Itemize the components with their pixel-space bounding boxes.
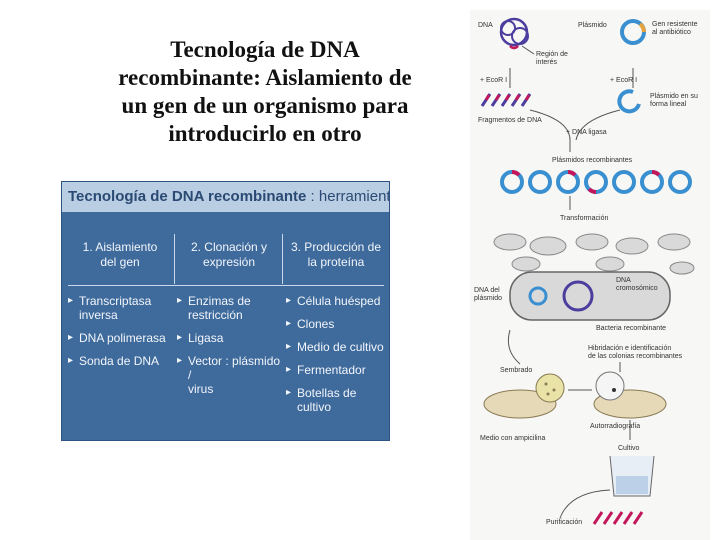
label-fragmentos: Fragmentos de DNA (478, 117, 542, 124)
tools-table: Tecnología de DNA recombinante : herrami… (61, 181, 390, 441)
label-plasmido-lineal-1: Plásmido en su (650, 93, 698, 100)
label-transformacion: Transformación (560, 215, 608, 222)
list-item: Sonda de DNA (68, 354, 172, 368)
title-line: un gen de un organismo para (70, 92, 460, 120)
label-dna-ligasa: + DNA ligasa (566, 129, 607, 136)
label-plasmidos-recombinantes: Plásmidos recombinantes (552, 157, 633, 164)
label-ecori-left: + EcoR I (480, 77, 507, 84)
label-cultivo: Cultivo (618, 445, 640, 452)
label-dna-cromosomico-2: cromosómico (616, 285, 658, 292)
header-line: expresión (179, 255, 279, 270)
column-header-clonacion: 2. Clonación y expresión (179, 240, 279, 270)
column-divider (174, 234, 175, 284)
tools-table-subtitle: : herramientas (311, 188, 389, 205)
label-dna-cromosomico-1: DNA (616, 277, 631, 284)
header-divider (68, 285, 384, 286)
recombinant-dna-diagram: DNA Plásmido Gen resistente al antibióti… (470, 10, 710, 540)
label-dna-plasmido-1: DNA del (474, 287, 500, 294)
label-region-1: Región de (536, 51, 568, 58)
label-region-2: interés (536, 59, 558, 66)
column-header-aislamiento: 1. Aislamiento del gen (70, 240, 170, 270)
list-item: DNA polimerasa (68, 331, 172, 345)
tools-table-title-main: Tecnología de DNA recombinante (68, 188, 306, 205)
label-purificacion: Purificación (546, 519, 582, 526)
list-item: Ligasa (177, 331, 281, 345)
title-line: Tecnología de DNA (70, 36, 460, 64)
label-gen-resistente-1: Gen resistente (652, 21, 698, 28)
label-sembrado: Sembrado (500, 367, 532, 374)
header-line: 2. Clonación y (179, 240, 279, 255)
list-item: Clones (286, 317, 386, 331)
column-produccion-items: Célula huésped Clones Medio de cultivo F… (286, 294, 386, 423)
list-item: Vector : plásmido /virus (177, 354, 281, 396)
label-plasmido-lineal-2: forma lineal (650, 101, 687, 108)
header-line: 3. Producción de (286, 240, 386, 255)
label-plasmido: Plásmido (578, 22, 607, 29)
culture-liquid (616, 476, 648, 494)
column-divider (282, 234, 283, 284)
list-item: Célula huésped (286, 294, 386, 308)
label-autorradiografia: Autorradiografía (590, 423, 640, 430)
tools-table-title: Tecnología de DNA recombinante : herrami… (62, 182, 389, 212)
slide-title: Tecnología de DNA recombinante: Aislamie… (70, 36, 460, 148)
label-dna-plasmido-2: plásmido (474, 295, 502, 302)
column-header-produccion: 3. Producción de la proteína (286, 240, 386, 270)
label-medio-ampicilina: Medio con ampicilina (480, 435, 545, 442)
header-line: 1. Aislamiento (70, 240, 170, 255)
list-item: Fermentador (286, 363, 386, 377)
header-line: la proteína (286, 255, 386, 270)
label-dna: DNA (478, 22, 493, 29)
recombinant-bacterium-icon (510, 272, 670, 320)
label-gen-resistente-2: al antibiótico (652, 29, 691, 36)
label-bacteria-recombinante: Bacteria recombinante (596, 325, 666, 332)
list-item: Medio de cultivo (286, 340, 386, 354)
label-hibridacion-2: de las colonias recombinantes (588, 353, 683, 360)
label-hibridacion-1: Hibridación e identificación (588, 345, 671, 352)
title-line: introducirlo en otro (70, 120, 460, 148)
header-line: del gen (70, 255, 170, 270)
title-line: recombinante: Aislamiento de (70, 64, 460, 92)
